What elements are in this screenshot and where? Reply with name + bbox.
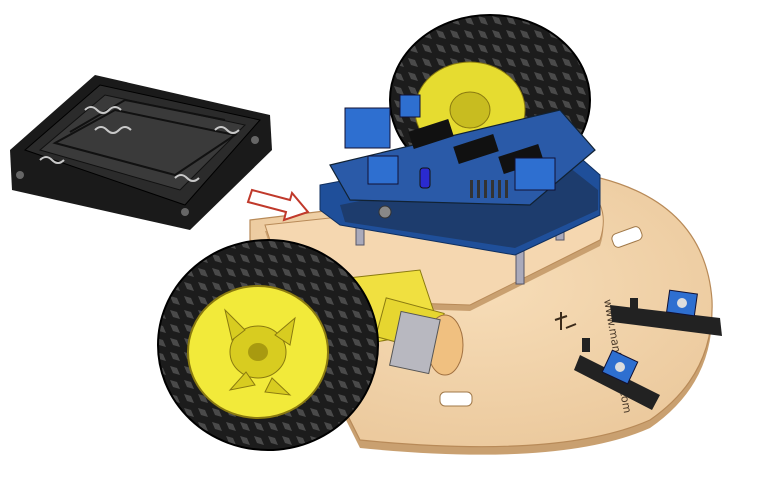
logo-mark-icon [554, 312, 577, 330]
assembly-arrow-icon [246, 188, 310, 222]
mount-hole [16, 171, 24, 179]
chassis-slot [439, 391, 473, 407]
crystal [378, 205, 392, 219]
header-pins [470, 180, 508, 198]
capacitor [419, 167, 431, 189]
terminal-block [514, 157, 556, 191]
terminal-block [367, 155, 399, 185]
terminal-block [344, 107, 391, 149]
wheel-front [157, 239, 379, 451]
mount-hole [251, 136, 259, 144]
battery-holder [10, 75, 272, 230]
spring-contacts [39, 106, 240, 182]
line-sensor [610, 289, 722, 336]
wheel-hub [248, 343, 268, 361]
standoff [515, 249, 525, 285]
motor-can [389, 310, 441, 375]
chassis-slot [611, 226, 643, 248]
driver-chip [408, 118, 454, 150]
driver-chip [453, 133, 499, 165]
line-sensor [574, 338, 660, 410]
terminal-block [399, 94, 421, 118]
motor-driver-shield [319, 94, 601, 256]
mount-hole [181, 208, 189, 216]
